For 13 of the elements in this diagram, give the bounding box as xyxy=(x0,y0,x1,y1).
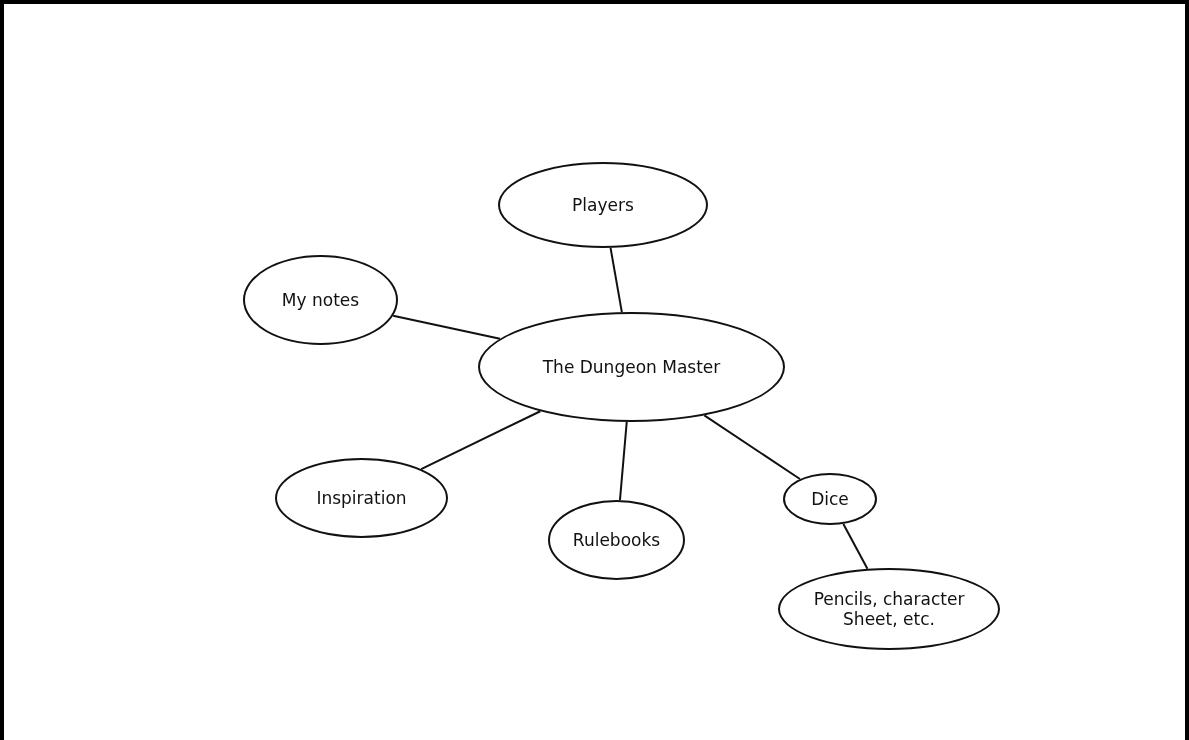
connector-line xyxy=(842,522,869,570)
connector-line xyxy=(618,420,628,502)
node-label: Players xyxy=(571,194,635,216)
node-label: Rulebooks xyxy=(571,529,662,551)
node-label: My notes xyxy=(280,289,361,311)
node-label: Inspiration xyxy=(315,487,408,509)
connector-line xyxy=(703,414,801,480)
node-label: Dice xyxy=(810,488,850,510)
connector-line xyxy=(420,410,542,471)
node-label: Pencils, character Sheet, etc. xyxy=(812,588,966,630)
connector-line xyxy=(392,314,501,340)
node-label: The Dungeon Master xyxy=(541,356,722,378)
connector-line xyxy=(609,246,623,314)
